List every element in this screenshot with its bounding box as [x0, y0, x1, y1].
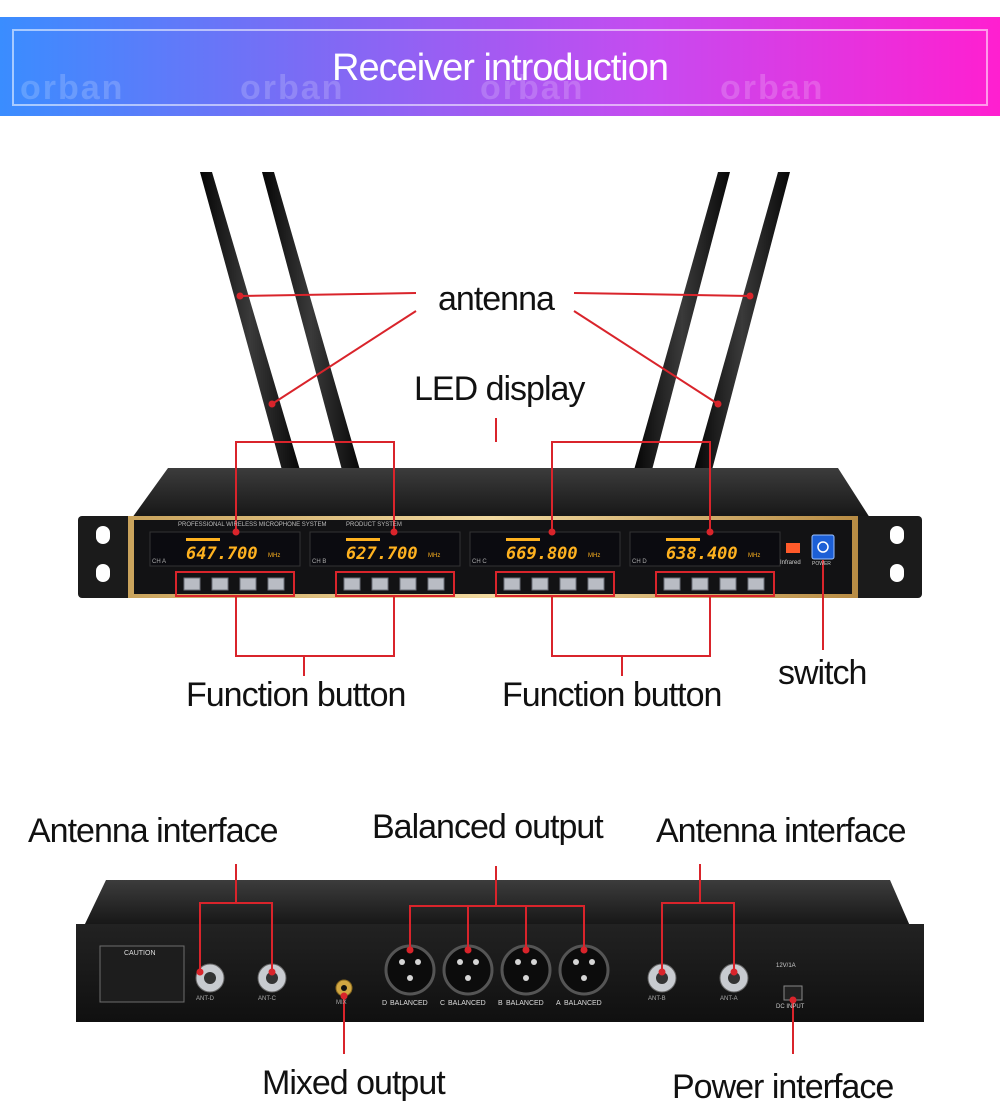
lcd-unit-b: MHz — [428, 553, 441, 559]
power-label: POWER — [812, 561, 831, 567]
lcd-window-d — [629, 531, 781, 567]
balanced-port-label: BALANCED — [448, 1000, 486, 1007]
channel-tag-c: CH C — [472, 559, 487, 565]
lcd-unit-a: MHz — [268, 553, 281, 559]
dc-input-label: DC INPUT — [776, 1004, 805, 1010]
rack-hole — [96, 526, 110, 544]
watermark: orban — [20, 69, 125, 107]
power-icon — [817, 541, 829, 553]
ant-d-core — [204, 972, 216, 984]
lcd-frequency-a: 647.700 — [186, 544, 258, 564]
front-header-text: PRODUCT SYSTEM — [346, 522, 402, 528]
front-header-text: PROFESSIONAL WIRELESS MICROPHONE SYSTEM — [178, 522, 327, 528]
ant-a-core — [728, 972, 740, 984]
callout-lines — [175, 292, 824, 1054]
function-button-label-left: Function button — [186, 676, 406, 714]
lcd-unit-d: MHz — [748, 553, 761, 559]
rack-hole — [96, 564, 110, 582]
mixed-output-label: Mixed output — [262, 1064, 446, 1102]
lcd-unit-c: MHz — [588, 553, 601, 559]
watermark: orban — [240, 69, 345, 107]
balanced-port-label: BALANCED — [390, 1000, 428, 1007]
dc-rating: 12V/1A — [776, 963, 796, 969]
lcd-window-c — [469, 531, 621, 567]
balanced-port-tag: A — [556, 1000, 561, 1007]
watermark: orban — [480, 69, 585, 107]
function-buttons — [183, 577, 765, 591]
rack-hole — [890, 526, 904, 544]
callout-dots — [196, 292, 797, 1004]
antenna-interface-label-left: Antenna interface — [28, 812, 279, 850]
xlr-connectors — [384, 944, 610, 996]
lcd-signal-bars — [186, 538, 700, 541]
receiver-top — [132, 468, 870, 518]
antenna-group — [200, 172, 790, 470]
switch-label: switch — [778, 654, 867, 692]
watermark: orban — [720, 69, 825, 107]
ant-a-label: ANT-A — [720, 996, 738, 1002]
power-button[interactable] — [811, 534, 835, 560]
header-banner: orban orban orban orban Receiver introdu… — [0, 17, 1000, 116]
antenna-2 — [262, 172, 360, 470]
page-title: Receiver introduction — [332, 47, 669, 89]
antenna-1 — [200, 172, 300, 470]
lcd-frequency-d: 638.400 — [666, 544, 738, 564]
caution-text: CAUTION — [124, 950, 156, 957]
balanced-port-tag: C — [440, 1000, 446, 1007]
antenna-interface-label-right: Antenna interface — [656, 812, 907, 850]
infrared-label: Infrared — [780, 560, 801, 566]
caution-label-box — [99, 945, 185, 1003]
channel-tag-b: CH B — [312, 559, 327, 565]
infrared-window — [786, 543, 800, 553]
led-display-label: LED display — [414, 370, 585, 408]
antenna-3 — [634, 172, 730, 470]
lcd-frequency-c: 669.800 — [506, 544, 578, 564]
balanced-output-label: Balanced output — [372, 808, 604, 846]
ant-c-core — [266, 972, 278, 984]
mix-label: MIX — [336, 1000, 347, 1006]
lcd-window-a — [149, 531, 301, 567]
antenna-label: antenna — [438, 280, 555, 318]
balanced-port-label: BALANCED — [506, 1000, 544, 1007]
rack-hole — [890, 564, 904, 582]
ant-b-core — [656, 972, 668, 984]
banner-frame — [12, 29, 988, 106]
balanced-port-label: BALANCED — [564, 1000, 602, 1007]
balanced-port-tag: B — [498, 1000, 503, 1007]
mix-jack-hole — [341, 985, 347, 991]
power-interface-label: Power interface — [672, 1068, 894, 1106]
ant-d-label: ANT-D — [196, 996, 214, 1002]
channel-tag-a: CH A — [152, 559, 167, 565]
antenna-4 — [694, 172, 790, 470]
balanced-port-tag: D — [382, 1000, 388, 1007]
channel-tag-d: CH D — [632, 559, 647, 565]
lcd-window-b — [309, 531, 461, 567]
function-button-label-right: Function button — [502, 676, 722, 714]
ant-c-label: ANT-C — [258, 996, 276, 1002]
ant-b-label: ANT-B — [648, 996, 666, 1002]
front-receiver — [78, 468, 922, 598]
lcd-frequency-b: 627.700 — [346, 544, 418, 564]
